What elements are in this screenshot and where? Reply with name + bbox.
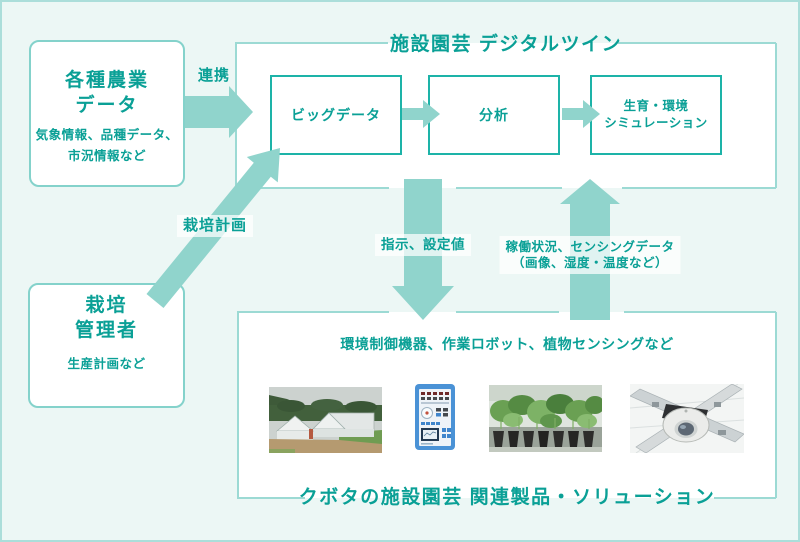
grower-title: 栽培 管理者 <box>30 293 183 343</box>
products-caption: 環境制御機器、作業ロボット、植物センシングなど <box>340 336 674 352</box>
analysis-box: 分析 <box>428 75 560 155</box>
agri-data-sub-line2: 市況情報など <box>67 149 146 163</box>
products-title: クボタの施設園芸 関連製品・ソリューション <box>298 487 716 508</box>
flow-arrow-1 <box>402 100 440 128</box>
agri-data-box: 各種農業 データ 気象情報、品種データ、 市況情報など <box>29 40 185 187</box>
greenhouse-photo <box>269 387 382 453</box>
grower-title-line2: 管理者 <box>74 320 138 341</box>
ceiling-sensor-camera-photo <box>630 384 744 453</box>
environment-controller-photo <box>407 381 463 455</box>
seedlings-illustration <box>489 385 602 452</box>
cultivation-plan-label: 栽培計画 <box>176 215 254 237</box>
grower-subtitle: 生産計画など <box>67 357 146 371</box>
flow-arrow-2 <box>562 100 600 128</box>
status-label-line2: （画像、湿度・温度など） <box>511 256 669 270</box>
cooperation-label: 連携 <box>197 67 231 84</box>
grower-title-line1: 栽培 <box>85 295 128 316</box>
big-data-box: ビッグデータ <box>270 75 402 155</box>
agri-data-subtitle: 気象情報、品種データ、 市況情報など <box>31 125 183 167</box>
status-label-line1: 稼働状況、センシングデータ <box>505 240 675 254</box>
ceiling-camera-illustration <box>630 384 744 453</box>
analysis-label: 分析 <box>479 107 509 123</box>
simulation-label-line1: 生育・環境 <box>623 99 689 113</box>
greenhouse-illustration <box>269 387 382 453</box>
cooperation-arrow <box>185 86 253 138</box>
status-label: 稼働状況、センシングデータ （画像、湿度・温度など） <box>499 236 681 274</box>
simulation-label-line2: シミュレーション <box>604 116 708 130</box>
big-data-label: ビッグデータ <box>291 107 381 123</box>
simulation-box: 生育・環境 シミュレーション <box>590 75 722 155</box>
grower-box: 栽培 管理者 生産計画など <box>28 283 185 408</box>
controller-illustration <box>415 384 455 450</box>
agri-data-title-line1: 各種農業 <box>64 70 149 91</box>
instructions-label: 指示、設定値 <box>375 234 471 256</box>
agri-data-title: 各種農業 データ <box>31 68 183 118</box>
agri-data-title-line2: データ <box>75 95 139 116</box>
tomato-seedlings-photo <box>489 385 602 452</box>
digital-twin-title: 施設園芸 デジタルツイン <box>390 34 622 55</box>
agri-data-sub-line1: 気象情報、品種データ、 <box>35 128 179 142</box>
products-border <box>237 311 777 499</box>
